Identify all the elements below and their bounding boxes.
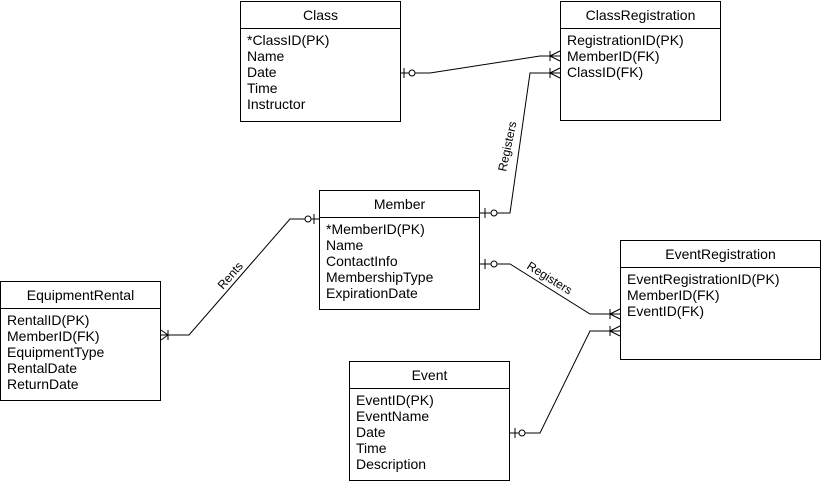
rel-class-classregistration xyxy=(401,50,561,78)
rel-member-equipmentrental xyxy=(160,214,319,341)
entity-field: ReturnDate xyxy=(7,376,79,392)
entity-field: Time xyxy=(247,80,278,96)
entity-field: EventID(FK) xyxy=(627,303,705,319)
entity-field: ClassID(FK) xyxy=(567,64,644,80)
entity-field: Description xyxy=(356,456,427,472)
entity-title: Event xyxy=(350,362,509,389)
entity-title: EventRegistration xyxy=(621,241,820,268)
entity-field: MemberID(FK) xyxy=(7,328,100,344)
entity-fields: RegistrationID(PK) MemberID(FK) ClassID(… xyxy=(561,29,720,83)
entity-field: RentalDate xyxy=(7,360,78,376)
entity-field: MemberID(FK) xyxy=(627,287,720,303)
rel-member-eventregistration xyxy=(480,259,621,320)
rel-label-registers-class: Registers xyxy=(495,120,519,172)
entity-fields: EventID(PK) EventName Date Time Descript… xyxy=(350,389,509,475)
entity-field: Name xyxy=(247,48,285,64)
entity-field: ContactInfo xyxy=(326,253,398,269)
entity-class-registration[interactable]: ClassRegistration RegistrationID(PK) Mem… xyxy=(560,1,721,121)
entity-field: *ClassID(PK) xyxy=(247,32,330,48)
entity-title: EquipmentRental xyxy=(1,282,160,309)
entity-fields: EventRegistrationID(PK) MemberID(FK) Eve… xyxy=(621,268,820,322)
entity-field: ExpirationDate xyxy=(326,285,418,301)
entity-field: Name xyxy=(326,237,364,253)
entity-event[interactable]: Event EventID(PK) EventName Date Time De… xyxy=(349,361,510,481)
entity-field: *MemberID(PK) xyxy=(326,221,425,237)
entity-title: Class xyxy=(241,2,400,29)
entity-fields: *MemberID(PK) Name ContactInfo Membershi… xyxy=(320,218,479,304)
entity-equipment-rental[interactable]: EquipmentRental RentalID(PK) MemberID(FK… xyxy=(0,281,161,401)
entity-field: Date xyxy=(356,424,386,440)
entity-field: Time xyxy=(356,440,387,456)
entity-field: RentalID(PK) xyxy=(7,312,90,328)
entity-title: Member xyxy=(320,191,479,218)
entity-field: EquipmentType xyxy=(7,344,105,360)
entity-field: RegistrationID(PK) xyxy=(567,32,684,48)
entity-field: MemberID(FK) xyxy=(567,48,660,64)
rel-event-eventregistration xyxy=(510,325,621,438)
rel-member-classregistration xyxy=(480,67,561,218)
entity-fields: *ClassID(PK) Name Date Time Instructor xyxy=(241,29,400,115)
entity-field: EventRegistrationID(PK) xyxy=(627,271,780,287)
entity-title: ClassRegistration xyxy=(561,2,720,29)
entity-field: EventID(PK) xyxy=(356,392,434,408)
entity-event-registration[interactable]: EventRegistration EventRegistrationID(PK… xyxy=(620,240,821,360)
entity-fields: RentalID(PK) MemberID(FK) EquipmentType … xyxy=(1,309,160,395)
entity-field: Instructor xyxy=(247,96,306,112)
entity-member[interactable]: Member *MemberID(PK) Name ContactInfo Me… xyxy=(319,190,480,310)
entity-field: Date xyxy=(247,64,277,80)
entity-field: EventName xyxy=(356,408,430,424)
entity-field: MembershipType xyxy=(326,269,434,285)
entity-class[interactable]: Class *ClassID(PK) Name Date Time Instru… xyxy=(240,1,401,122)
